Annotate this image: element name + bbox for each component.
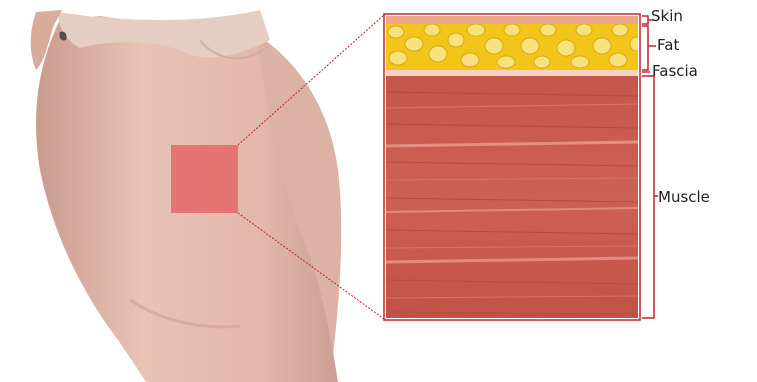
muscle-bracket: [642, 76, 658, 318]
skin-label: Skin: [651, 7, 683, 25]
skin-layer: [386, 16, 638, 24]
tissue-cross-section: [384, 14, 642, 320]
fascia-layer: [386, 70, 638, 76]
muscle-label: Muscle: [658, 188, 710, 206]
fascia-label: Fascia: [652, 62, 698, 80]
fat-label: Fat: [657, 36, 679, 54]
highlight-square: [171, 145, 238, 213]
